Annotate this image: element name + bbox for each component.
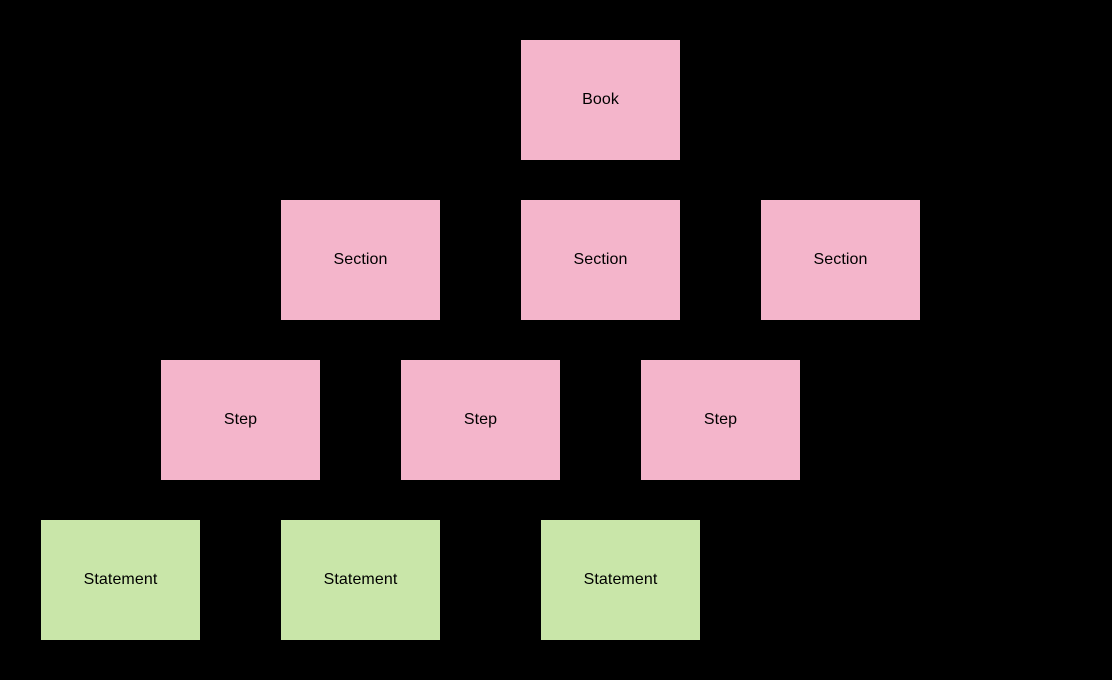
node-statement-3[interactable]: Statement [541, 520, 700, 640]
node-label-step-2: Step [463, 411, 498, 428]
node-section-3[interactable]: Section [761, 200, 920, 320]
node-step-3[interactable]: Step [641, 360, 800, 480]
node-book-1[interactable]: Book [521, 40, 680, 160]
node-label-book-1: Book [582, 91, 619, 108]
node-step-2[interactable]: Step [401, 360, 560, 480]
node-statement-1[interactable]: Statement [41, 520, 200, 640]
node-label-step-3: Step [703, 411, 738, 428]
node-section-2[interactable]: Section [521, 200, 680, 320]
node-label-section-2: Section [573, 251, 628, 268]
node-statement-2[interactable]: Statement [281, 520, 440, 640]
node-label-statement-2: Statement [323, 571, 398, 588]
node-label-statement-3: Statement [583, 571, 658, 588]
node-label-section-3: Section [813, 251, 868, 268]
node-label-statement-1: Statement [83, 571, 158, 588]
node-label-step-1: Step [223, 411, 258, 428]
node-label-section-1: Section [333, 251, 388, 268]
node-step-1[interactable]: Step [161, 360, 320, 480]
node-section-1[interactable]: Section [281, 200, 440, 320]
